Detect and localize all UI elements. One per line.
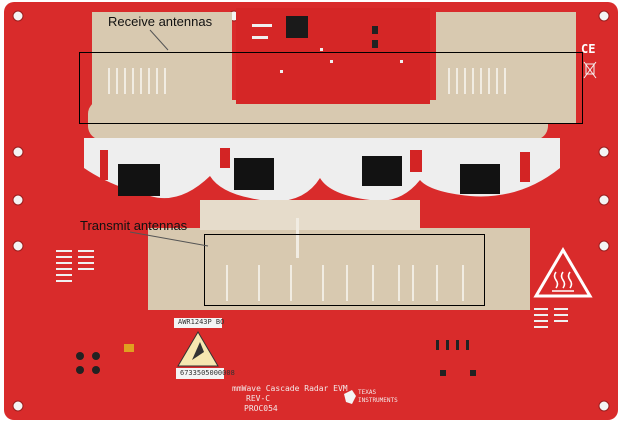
board-revision: REV-C — [246, 394, 271, 403]
transmit-antenna-area — [148, 228, 530, 310]
bottom-left-components — [56, 250, 100, 374]
ti-brand-line1: TEXAS — [358, 389, 377, 396]
weee-bin-icon — [583, 61, 597, 79]
radar-chips — [118, 156, 500, 196]
hot-surface-warning-icon — [533, 247, 593, 298]
receive-antennas-box — [79, 52, 583, 124]
receive-antenna-elements — [108, 68, 506, 94]
board-part-number: PROC054 — [244, 404, 278, 413]
esd-warning-icon — [177, 331, 219, 367]
ce-mark-icon: CE — [581, 42, 596, 56]
chip-label-box — [174, 318, 222, 328]
transmit-antennas-label: Transmit antennas — [80, 218, 188, 233]
transmit-feed — [200, 200, 420, 230]
top-ic — [286, 16, 308, 38]
capacitor — [124, 344, 134, 352]
top-circuit-section — [236, 8, 430, 104]
board-title: mmWave Cascade Radar EVM — [232, 384, 348, 393]
chip-surrounds — [100, 148, 530, 182]
top-components — [252, 24, 403, 73]
transmit-antenna-elements — [226, 218, 464, 301]
mounting-holes — [12, 10, 610, 412]
chip-label: AWR1243P BO — [178, 318, 225, 326]
bottom-right-components — [436, 308, 568, 376]
feed-trace-band — [84, 138, 560, 202]
transmit-antennas-box — [204, 234, 485, 306]
esd-label-box — [176, 368, 224, 379]
ti-brand-line2: INSTRUMENTS — [358, 397, 398, 404]
ti-logo-icon — [344, 390, 356, 404]
receive-antennas-label: Receive antennas — [108, 14, 213, 29]
esd-code: 6733505000008 — [180, 369, 235, 377]
